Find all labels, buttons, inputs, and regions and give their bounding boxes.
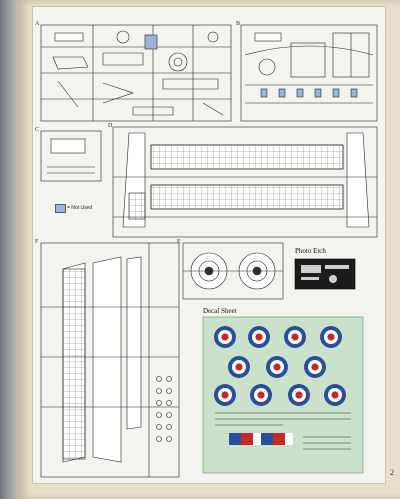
decal-sheet-title: Decal Sheet <box>203 307 237 315</box>
photo-etch-fret <box>294 258 356 290</box>
sprue-label-f: F <box>35 239 39 245</box>
sprue-d <box>112 126 378 238</box>
sprue-b <box>240 24 378 122</box>
sprue-label-a: A <box>35 21 40 27</box>
decal-sheet <box>202 316 364 474</box>
not-used-swatch <box>55 204 66 213</box>
sprue-a <box>40 24 232 122</box>
parts-map-sheet: A B C D F E = Not Used Photo Etch Decal … <box>32 6 386 484</box>
sprue-label-e: E <box>177 239 181 245</box>
sprue-e <box>182 242 284 300</box>
page-number: 2 <box>390 468 394 477</box>
not-used-legend: = Not Used <box>67 205 93 211</box>
instruction-page: A B C D F E = Not Used Photo Etch Decal … <box>18 0 400 499</box>
sprue-label-b: B <box>236 21 241 27</box>
sprue-c <box>40 130 102 182</box>
photo-etch-title: Photo Etch <box>295 247 326 255</box>
sprue-f <box>40 242 180 478</box>
binding-spine <box>0 0 20 499</box>
sprue-label-d: D <box>108 123 113 129</box>
sprue-diagrams <box>40 24 378 478</box>
sprue-label-c: C <box>35 127 40 133</box>
